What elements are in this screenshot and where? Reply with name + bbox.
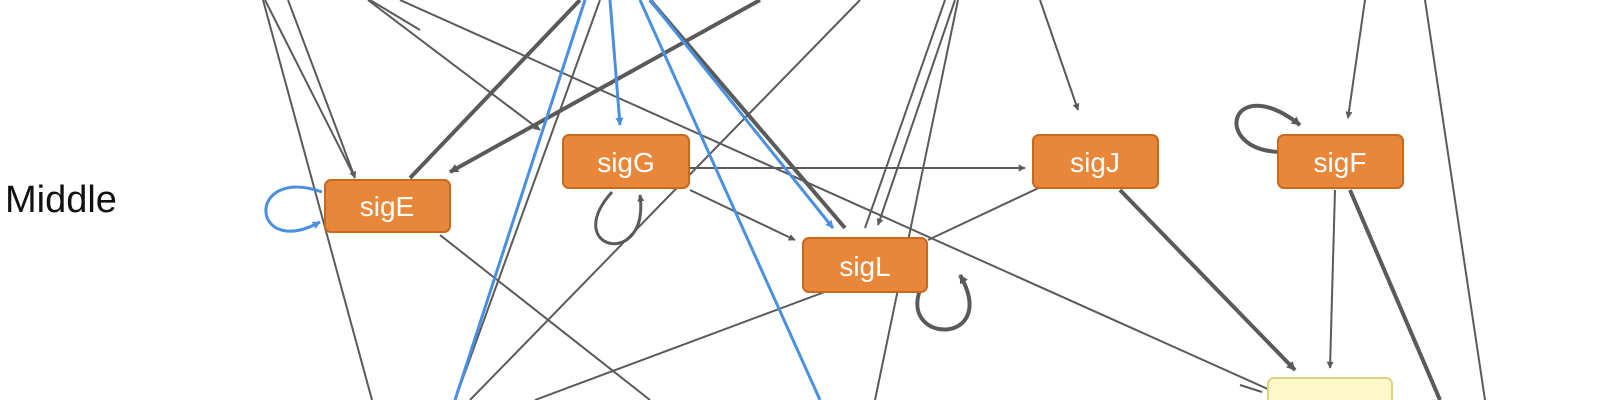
self-loop-sigL <box>915 274 972 332</box>
self-loop-sigF <box>1234 103 1302 154</box>
edge <box>1118 188 1297 372</box>
edge <box>534 289 831 400</box>
node-sigG[interactable]: sigG <box>562 134 690 189</box>
edge <box>408 0 582 180</box>
node-sigE[interactable]: sigE <box>324 179 451 233</box>
node-label: sigG <box>597 147 655 178</box>
edge <box>864 0 946 229</box>
node-label: sigE <box>360 191 414 222</box>
node-box <box>324 179 451 233</box>
node-label: sigL <box>839 251 890 282</box>
edge <box>469 0 861 400</box>
edge <box>1239 384 1263 393</box>
edge <box>367 0 541 131</box>
edge <box>1039 0 1080 111</box>
edge <box>264 0 356 179</box>
edge <box>453 0 587 400</box>
edge <box>927 184 1046 241</box>
node-box <box>1032 134 1159 189</box>
edge-group-thin <box>262 0 1486 400</box>
edge <box>874 0 959 400</box>
edge <box>262 0 373 400</box>
edge <box>1348 189 1442 400</box>
node-label: sigJ <box>1070 147 1120 178</box>
node-label: sigF <box>1314 147 1367 178</box>
edge <box>454 0 601 400</box>
edge <box>689 189 796 241</box>
edge <box>648 0 847 230</box>
row-label-middle: Middle <box>5 179 117 221</box>
node-sigJ[interactable]: sigJ <box>1032 134 1159 189</box>
edge-group-thick <box>408 0 1442 400</box>
edge <box>1326 189 1336 369</box>
edge <box>1424 0 1486 400</box>
edge <box>648 0 835 229</box>
node-box <box>1267 377 1393 400</box>
self-loop-sigE <box>264 185 323 233</box>
edge <box>399 0 1271 391</box>
self-loop-sigG <box>594 190 645 246</box>
edge <box>287 0 357 179</box>
node-sigF[interactable]: sigF <box>1277 134 1404 189</box>
edge-group-blue <box>453 0 835 400</box>
edge <box>638 0 822 400</box>
node-partial-bottom[interactable] <box>1267 377 1393 400</box>
node-sigL[interactable]: sigL <box>802 237 928 293</box>
node-box <box>1277 134 1404 189</box>
edge <box>449 0 761 174</box>
edge <box>876 0 956 226</box>
edge <box>1345 0 1366 119</box>
edge <box>369 0 421 31</box>
edge <box>439 234 651 400</box>
edge <box>608 0 624 126</box>
node-box <box>562 134 690 189</box>
node-box <box>802 237 928 293</box>
